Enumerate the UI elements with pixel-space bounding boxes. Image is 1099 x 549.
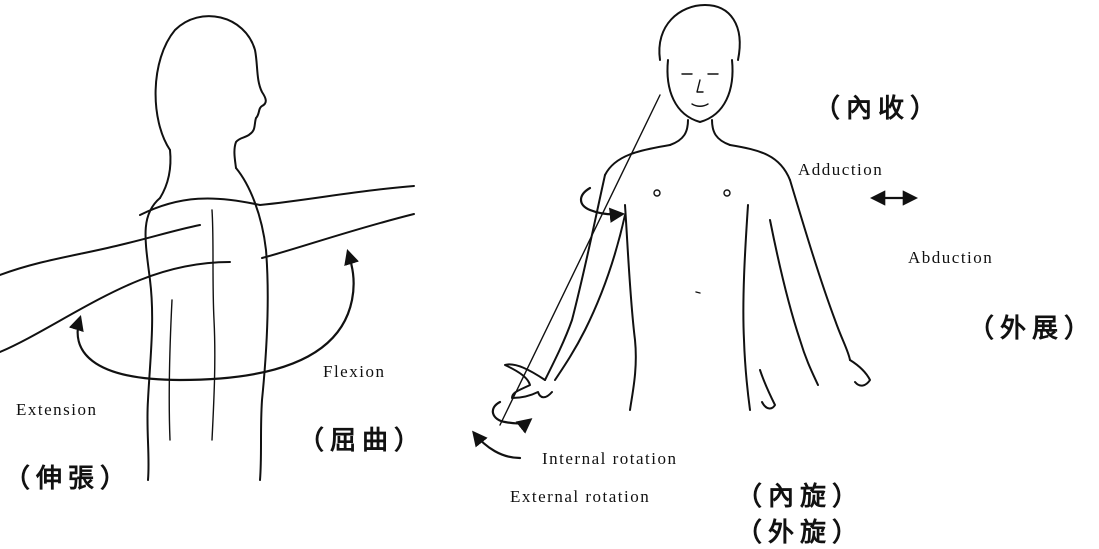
front-hair-outline <box>659 5 739 60</box>
front-face-outline <box>667 60 732 122</box>
extension-label: Extension <box>16 400 98 420</box>
front-neck <box>670 120 730 145</box>
external-rotation-label-zh: （外旋） <box>736 512 864 549</box>
flexion-label: Flexion <box>323 362 385 382</box>
front-nipple-right <box>724 190 730 196</box>
side-head-outline <box>156 16 266 168</box>
side-inner-contour <box>169 300 172 440</box>
abduction-label: Abduction <box>908 248 993 268</box>
flexion-arm-upper <box>140 186 414 215</box>
extension-arm-lower <box>0 262 230 352</box>
flexion-label-zh: （屈曲） <box>298 420 426 457</box>
side-front-outline <box>236 168 268 480</box>
front-view-figure <box>474 5 915 458</box>
rotation-axis-line <box>500 95 660 425</box>
external-rotation-arrow <box>493 402 530 423</box>
side-back-outline <box>146 198 160 480</box>
flexion-arm-lower <box>262 214 414 258</box>
flexion-extension-arc <box>78 252 354 380</box>
external-rotation-label: External rotation <box>510 487 650 507</box>
front-hand-left-lower <box>760 370 775 408</box>
adduction-label: Adduction <box>798 160 883 180</box>
front-left-shoulder <box>605 145 670 175</box>
front-navel <box>696 292 700 293</box>
front-hand-right <box>850 360 870 386</box>
side-arm-seam <box>212 210 215 440</box>
front-nose-mouth <box>692 80 708 106</box>
front-nipple-left <box>654 190 660 196</box>
internal-rotation-label-zh: （內旋） <box>736 476 864 513</box>
front-torso-right <box>743 205 750 410</box>
extension-label-zh: （伸張） <box>4 458 132 495</box>
extension-arm-upper <box>0 225 200 275</box>
adduction-label-zh: （內收） <box>814 88 942 125</box>
rotation-return-arrow <box>474 433 520 458</box>
side-neck-back <box>160 150 171 198</box>
front-torso-left <box>625 205 636 410</box>
front-right-shoulder <box>730 145 790 180</box>
front-arm-right-outer <box>790 180 850 360</box>
front-hand-left <box>505 364 552 398</box>
abduction-label-zh: （外展） <box>968 308 1096 345</box>
internal-rotation-label: Internal rotation <box>542 449 678 469</box>
